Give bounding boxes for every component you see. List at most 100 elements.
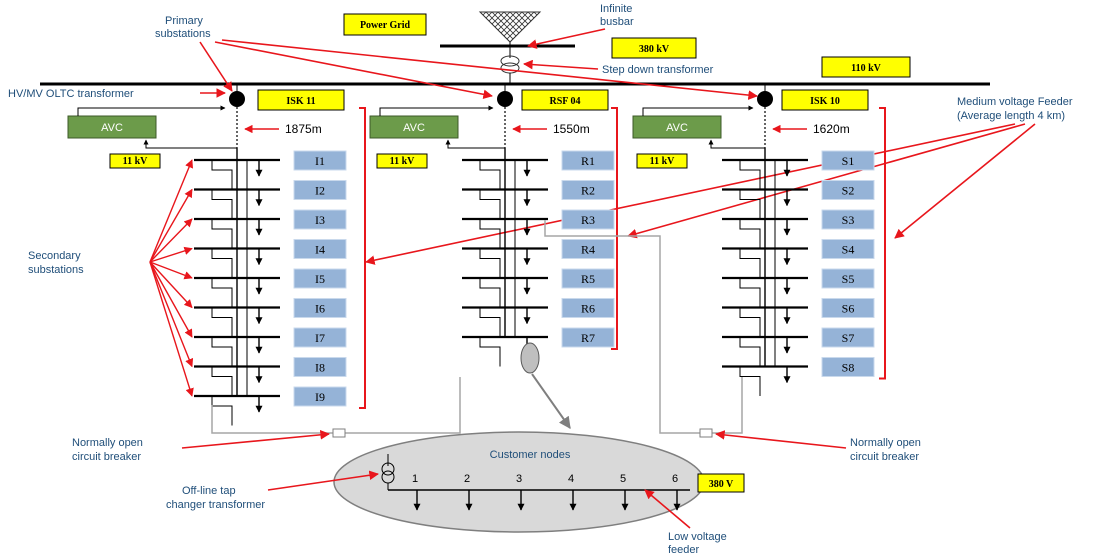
substation-label: S2 — [842, 184, 855, 198]
secondary-substation: S2 — [722, 180, 875, 219]
secondary-substation: R5 — [462, 268, 615, 308]
substation-label-box — [561, 239, 615, 259]
secondary-arrows — [149, 159, 194, 397]
substation-label-box — [561, 298, 615, 318]
hv-110kv-label: 110 kV — [851, 63, 882, 74]
infinite-busbar-label-1: Infinite — [600, 3, 632, 15]
offline-label-2: changer transformer — [166, 499, 265, 511]
feeder-distance: 1550m — [553, 122, 590, 136]
substation-label-box — [821, 180, 875, 200]
substation-label: I4 — [315, 243, 325, 257]
substation-label: S5 — [842, 272, 855, 286]
secondary-substation: R7 — [462, 327, 615, 367]
secondary-substation: I9 — [194, 386, 347, 426]
secondary-arrow — [149, 261, 194, 397]
customer-node-number: 2 — [464, 473, 470, 485]
substation-label: I9 — [315, 390, 325, 404]
substation-label: S3 — [842, 213, 855, 227]
substation-label: S6 — [842, 302, 855, 316]
secondary-substation: S6 — [722, 298, 875, 337]
substation-label-box — [293, 150, 347, 171]
substation-label-box — [821, 239, 875, 259]
substation-label-box — [293, 327, 347, 348]
secondary-arrow — [149, 261, 193, 309]
secondary-substation: I5 — [194, 268, 347, 308]
customer-node-number: 3 — [516, 473, 522, 485]
secondary-substation: I4 — [194, 239, 347, 278]
secondary-substation: R2 — [462, 180, 615, 219]
primary-arrow-2 — [214, 41, 493, 100]
offline-label-1: Off-line tap — [182, 485, 236, 497]
lv-380v-label: 380 V — [709, 479, 734, 490]
substation-label: S1 — [842, 154, 855, 168]
offline-arrow — [267, 470, 379, 491]
primary-substations-label-2: substations — [155, 28, 211, 40]
lv-feeder-label-1: Low voltage — [668, 531, 727, 543]
substation-label: S7 — [842, 331, 855, 345]
substation-label: I3 — [315, 213, 325, 227]
substation-label-box — [293, 180, 347, 200]
no-cb-right-arrow — [715, 430, 847, 449]
substation-label: R4 — [581, 243, 595, 257]
avc-box — [632, 115, 722, 139]
secondary-substation: R3 — [462, 209, 615, 249]
secondary-arrow — [149, 188, 193, 263]
feeder-bracket — [879, 107, 886, 380]
substation-label-box — [821, 298, 875, 318]
infinite-busbar-label-2: busbar — [600, 16, 634, 28]
power-grid-label: Power Grid — [360, 20, 411, 31]
feeder-distance: 1875m — [285, 122, 322, 136]
secondary-substation: I6 — [194, 298, 347, 337]
substation-label-box — [561, 150, 615, 171]
hv-110kv-box: 110 kV — [821, 56, 911, 78]
secondary-substation: I1 — [194, 150, 347, 190]
secondary-arrow — [149, 261, 194, 368]
power-grid-icon — [478, 11, 542, 43]
primary-arrow-1 — [199, 41, 233, 92]
secondary-label-1: Secondary — [28, 250, 81, 262]
step-down-arrow — [523, 59, 599, 70]
oltc-label: HV/MV OLTC transformer — [8, 88, 134, 100]
feeder-name-box — [781, 89, 869, 111]
substation-label: R2 — [581, 184, 595, 198]
substation-label: I7 — [315, 331, 325, 345]
substation-label-box — [821, 357, 875, 377]
customer-node-number: 1 — [412, 473, 418, 485]
substation-label-box — [293, 298, 347, 318]
mv-kv-label: 11 kV — [650, 156, 676, 167]
avc-label: AVC — [101, 122, 123, 134]
feeder-name: RSF 04 — [549, 96, 580, 107]
mv-kv-box — [109, 153, 161, 169]
secondary-substation: R4 — [462, 239, 615, 278]
mv-arrow-1 — [894, 123, 1036, 239]
substation-label: S4 — [842, 243, 855, 257]
feeder-bracket — [359, 107, 366, 409]
zoom-arrow — [531, 373, 571, 429]
avc-label: AVC — [666, 122, 688, 134]
customer-node-number: 6 — [672, 473, 678, 485]
mv-arrow-3 — [365, 123, 1016, 265]
substation-label-box — [821, 327, 875, 348]
primary-substation-breaker — [757, 91, 773, 107]
no-cb-right-label-1: Normally open — [850, 437, 921, 449]
secondary-substation: S4 — [722, 239, 875, 278]
secondary-substation: S8 — [722, 357, 875, 396]
feeder-name-box — [257, 89, 345, 111]
secondary-arrow — [149, 261, 193, 280]
secondary-arrow — [149, 218, 193, 263]
avc-label: AVC — [403, 122, 425, 134]
offline-tap-transformer-icon — [381, 454, 395, 490]
mv-feeder-label-1: Medium voltage Feeder — [957, 96, 1073, 108]
substation-label-box — [561, 209, 615, 230]
secondary-arrow — [149, 261, 193, 338]
substation-label: I6 — [315, 302, 325, 316]
customer-node-number: 4 — [568, 473, 574, 485]
primary-arrow-3 — [221, 39, 758, 100]
secondary-arrow — [149, 159, 194, 263]
